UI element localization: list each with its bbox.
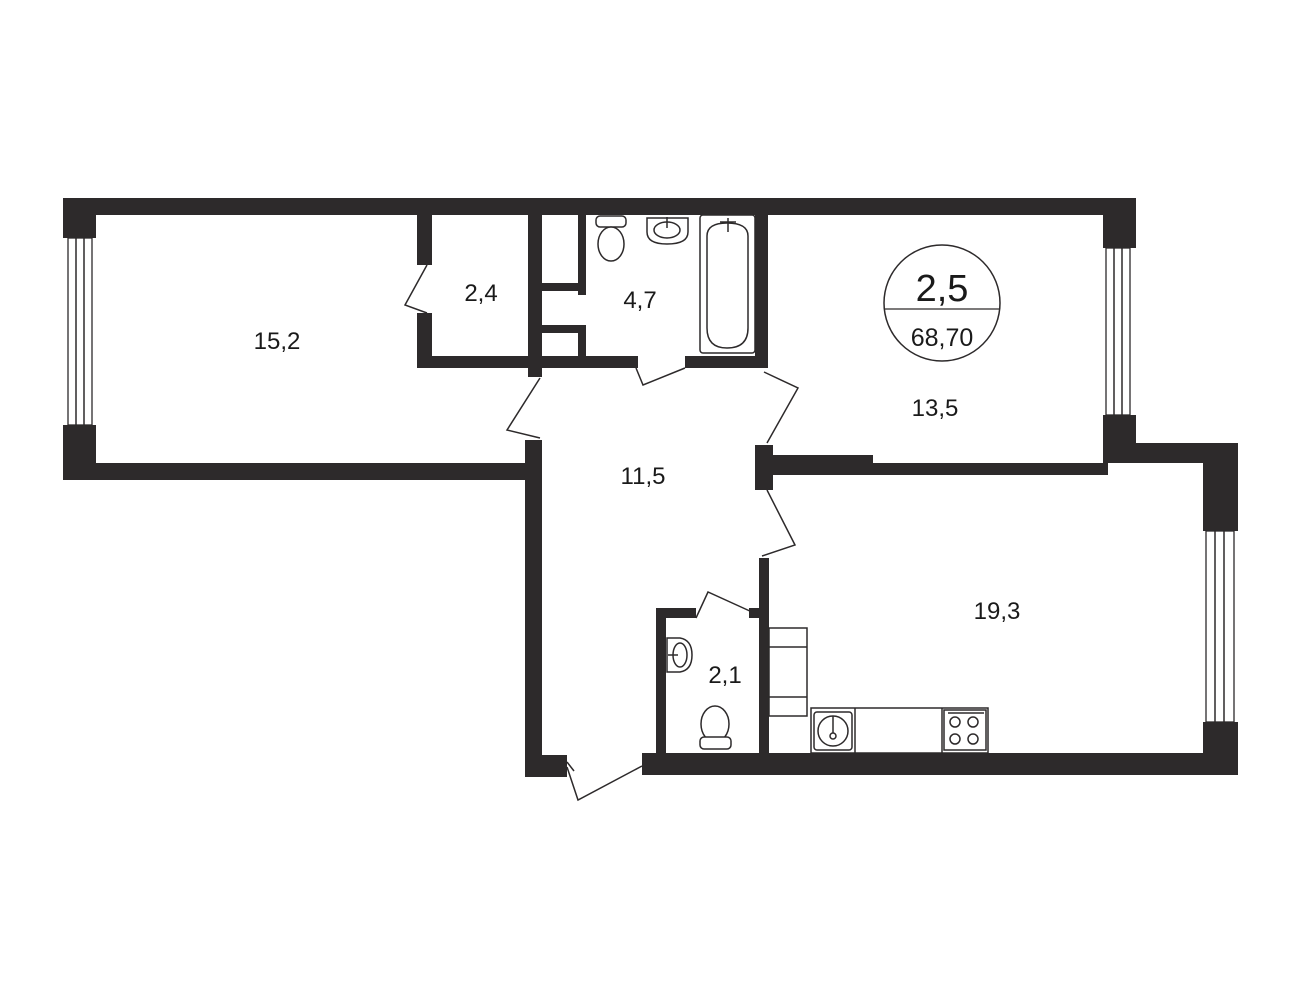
washbasin-wc bbox=[666, 637, 693, 673]
toilet-wc bbox=[699, 705, 732, 750]
window-left bbox=[67, 237, 93, 426]
fridge bbox=[768, 627, 808, 717]
total-area: 68,70 bbox=[911, 324, 974, 352]
room-area-hall: 11,5 bbox=[621, 463, 666, 490]
interior-walls bbox=[417, 215, 1108, 758]
washbasin-bathroom bbox=[646, 217, 689, 245]
room-area-bedroom-right: 13,5 bbox=[912, 395, 959, 422]
toilet-bathroom bbox=[595, 215, 627, 262]
room-area-kitchen-living: 19,3 bbox=[974, 598, 1021, 625]
window-kitchen bbox=[1205, 530, 1235, 723]
room-area-bathroom: 4,7 bbox=[623, 287, 656, 314]
bathtub bbox=[699, 214, 756, 354]
window-right-bedroom bbox=[1105, 247, 1131, 416]
stove bbox=[943, 709, 987, 751]
doors bbox=[403, 264, 800, 802]
apartment-badge: 2,5 68,70 bbox=[883, 244, 1001, 362]
room-area-storage: 2,4 bbox=[464, 280, 497, 307]
room-count: 2,5 bbox=[916, 268, 969, 310]
room-area-wc: 2,1 bbox=[708, 662, 741, 689]
sink-kitchen bbox=[813, 711, 853, 751]
room-area-living-room-left: 15,2 bbox=[254, 328, 301, 355]
exterior-walls bbox=[63, 198, 1238, 777]
